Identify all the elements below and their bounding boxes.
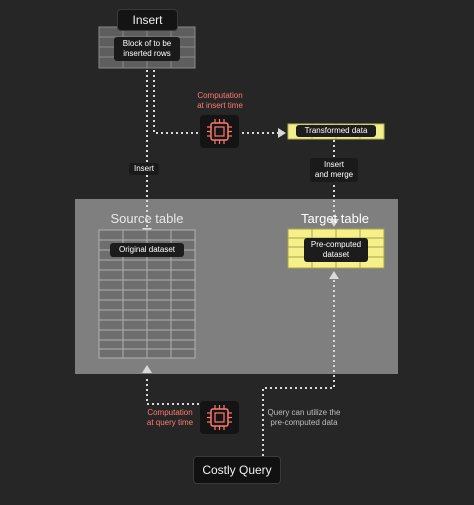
- insert-merge-line-1: Insert: [323, 160, 344, 169]
- arrow-up-source: [142, 365, 152, 373]
- arrow-up-target: [329, 271, 339, 279]
- computation-query-label: Computation at query time: [137, 408, 203, 428]
- insert-merge-line-2: and merge: [314, 170, 354, 179]
- precomputed-line-2: dataset: [322, 250, 350, 259]
- precomputed-line-1: Pre-computed: [310, 240, 362, 249]
- insert-merge-label: Insert and merge: [310, 158, 358, 182]
- to-insert-computation-line: [153, 70, 198, 134]
- computation-insert-label: Computation at insert time: [180, 91, 260, 111]
- block-label: Block of to be inserted rows: [114, 37, 180, 61]
- insert-arrow-label: Insert: [129, 163, 159, 175]
- computation-insert-line-2: at insert time: [197, 101, 243, 110]
- computation-query-line-2: at query time: [146, 418, 194, 427]
- chip-icon: [200, 115, 239, 148]
- computation-query-line-1: Computation: [147, 408, 193, 417]
- insert-button[interactable]: Insert: [117, 9, 178, 31]
- costly-query-button[interactable]: Costly Query: [193, 456, 281, 484]
- source-table-title: Source table: [110, 211, 184, 226]
- chip-icon: [200, 401, 239, 434]
- query-utilize-line-1: Query can utilize the: [267, 408, 341, 417]
- arrow-into-target: [329, 219, 339, 227]
- transformed-data-label: Transformed data: [296, 125, 376, 137]
- original-dataset-label: Original dataset: [110, 243, 184, 257]
- query-utilize-label: Query can utilize the pre-computed data: [258, 408, 350, 428]
- precomputed-dataset-label: Pre-computed dataset: [304, 238, 368, 262]
- query-utilize-line-2: pre-computed data: [270, 418, 338, 427]
- query-computation-line: [146, 378, 234, 420]
- target-table-title: Target table: [301, 211, 369, 226]
- computation-insert-line-1: Computation: [197, 91, 243, 100]
- arrow-into-transformed: [278, 128, 286, 138]
